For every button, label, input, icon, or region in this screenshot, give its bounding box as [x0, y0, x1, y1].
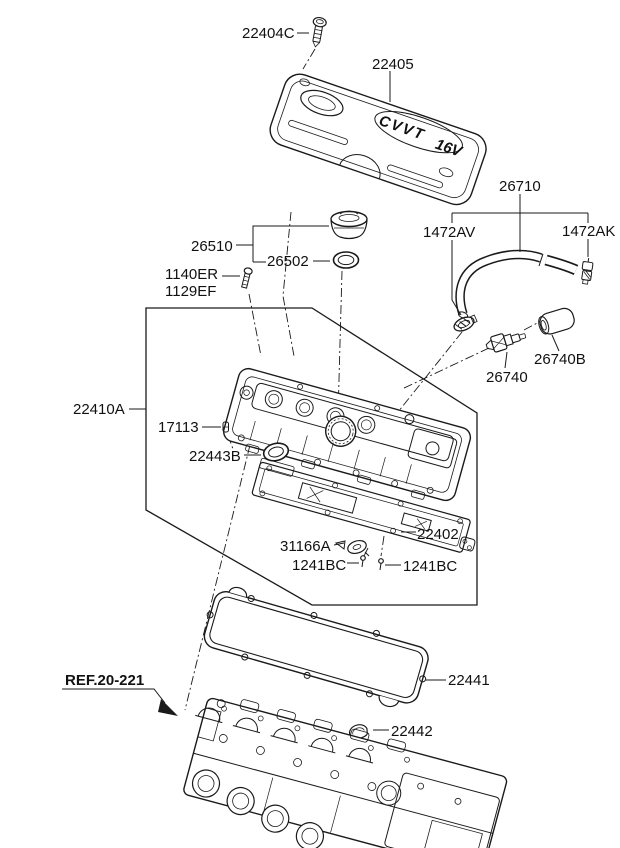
engine-cover-emblem — [300, 89, 344, 117]
part-label-31166a: 31166A — [280, 538, 331, 555]
part-label-22402: 22402 — [417, 526, 459, 543]
pcv-chamber — [407, 428, 458, 469]
baffle-plate-drawing — [251, 458, 476, 553]
cylinder-head-drawing — [183, 697, 508, 848]
part-label-1241bc-a: 1241BC — [292, 557, 346, 574]
oil-filler-cap-drawing — [330, 210, 368, 240]
part-label-1472av: 1472AV — [423, 224, 475, 241]
callout-labels: 22404C 22405 26710 1472AV 1472AK 26510 2… — [65, 25, 615, 740]
filler-cap-seal-drawing — [332, 251, 360, 269]
part-label-1241bc-b: 1241BC — [403, 558, 457, 575]
engine-cover-drawing: CVVT 16V — [269, 73, 487, 206]
washer-bolt-drawing — [241, 267, 253, 289]
spark-plug-seal-drawing — [262, 442, 290, 462]
vent-hose-drawing — [455, 249, 579, 319]
part-label-1140er: 1140ER — [165, 266, 218, 283]
centerline-baffle-to-bolt — [380, 535, 385, 557]
hose-clamp-ak-drawing — [581, 258, 594, 285]
part-label-22442: 22442 — [391, 723, 433, 740]
head-small-holes — [218, 705, 410, 791]
leader-26740 — [504, 351, 508, 369]
leader-lines — [62, 32, 589, 731]
engine-cover-body — [269, 73, 487, 206]
part-label-22404c: 22404C — [242, 25, 295, 42]
head-plug-boss — [376, 780, 402, 806]
pcv-hose-cap-drawing — [538, 307, 575, 335]
ref-label-20-221: REF.20-221 — [65, 672, 144, 689]
centerline-valve-to-cap — [523, 320, 542, 331]
ref-arrowhead-icon — [158, 699, 178, 716]
baffle-end-tab — [459, 536, 476, 552]
centerline-seal-to-filler — [337, 270, 343, 417]
rocker-cover-feet — [245, 443, 426, 500]
centerline-screw-to-cover — [302, 48, 316, 70]
cover-screw-drawing — [312, 16, 327, 48]
gasket-bolt-ears — [206, 594, 427, 698]
leader-bracket-26710 — [451, 194, 589, 316]
gasket-arch-right — [378, 695, 400, 708]
hose-clamp-av-drawing — [453, 314, 478, 332]
centerline-bolt-to-rocker — [248, 293, 262, 357]
centerline-valve-to-port — [401, 347, 490, 390]
leader-ref — [62, 688, 166, 704]
assembly-box-22410A — [145, 307, 478, 606]
part-label-26710: 26710 — [499, 178, 541, 195]
baffle-bolt-b-drawing — [378, 558, 384, 571]
centerline-clamp-to-port — [397, 331, 463, 413]
pcv-valve-drawing — [485, 333, 527, 353]
pcv-port — [404, 414, 415, 425]
part-label-17113: 17113 — [158, 419, 199, 436]
part-label-26502: 26502 — [267, 253, 309, 270]
head-top-bumps — [239, 699, 407, 753]
head-end-block — [384, 772, 500, 848]
leader-31166A — [333, 542, 345, 546]
centerline-cover-to-rocker — [282, 211, 295, 357]
part-label-22410a: 22410A — [73, 401, 125, 418]
part-label-26740b: 26740B — [534, 351, 586, 368]
part-label-26740: 26740 — [486, 369, 528, 386]
part-label-1472ak: 1472AK — [562, 223, 615, 240]
oil-gallery-clip-drawing — [334, 539, 370, 557]
part-label-1129ef: 1129EF — [165, 283, 216, 300]
centerline-rocker-to-head — [184, 444, 251, 711]
gasket-arch-left — [228, 586, 248, 598]
part-label-22443b: 22443B — [189, 448, 241, 465]
head-front-ports — [191, 769, 325, 848]
part-label-22441: 22441 — [448, 672, 490, 689]
cover-cutout — [339, 154, 381, 180]
part-label-22405: 22405 — [372, 56, 414, 73]
baffle-slot — [297, 482, 358, 514]
centerline-clip-to-bolt — [363, 547, 369, 557]
part-label-26510: 26510 — [191, 238, 233, 255]
engine-cover-badge-outline — [374, 111, 463, 154]
rocker-cover-drawing — [222, 367, 472, 502]
valve-cover-gasket-drawing — [203, 586, 429, 708]
gasket-pin-drawing — [222, 421, 229, 433]
spark-tube-openings — [264, 390, 376, 434]
baffle-bolt-a-drawing — [360, 555, 366, 568]
oil-filler-neck — [324, 415, 357, 447]
leader-26740B — [551, 334, 560, 352]
cover-screw-hole — [299, 78, 310, 87]
leader-bracket-26510 — [236, 225, 329, 263]
